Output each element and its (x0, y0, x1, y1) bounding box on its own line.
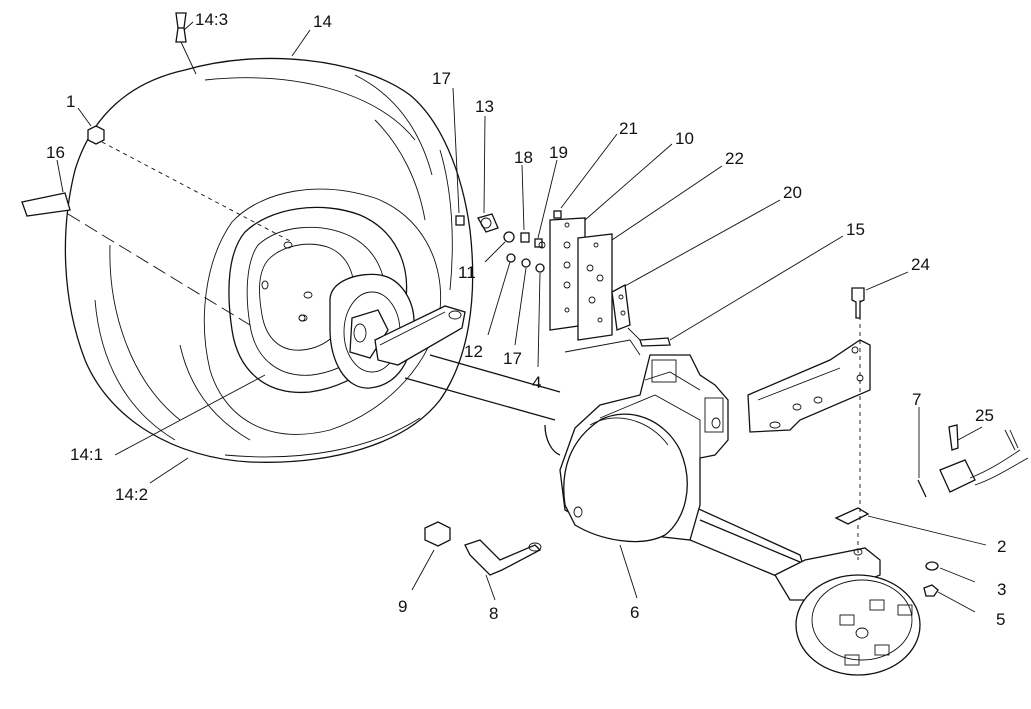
callout-14: 14 (313, 12, 332, 31)
tie-rod-8 (424, 521, 542, 576)
callout-17-top: 17 (432, 69, 451, 88)
callout-14-1: 14:1 (70, 445, 103, 464)
callout-24: 24 (911, 255, 930, 274)
hub-assembly (298, 273, 466, 389)
callout-7: 7 (912, 390, 921, 409)
callout-9: 9 (398, 597, 407, 616)
callout-11: 11 (458, 263, 476, 282)
hardware-small (455, 210, 1029, 597)
callout-22: 22 (725, 149, 744, 168)
centerline-16 (67, 213, 251, 326)
callout-5: 5 (996, 610, 1005, 629)
bracket (747, 339, 871, 433)
brake-drum-right (774, 547, 921, 676)
callout-4: 4 (532, 373, 541, 392)
callout-15: 15 (846, 220, 865, 239)
callout-20: 20 (783, 183, 802, 202)
leader-lines (56, 21, 987, 613)
callout-14-3: 14:3 (195, 10, 228, 29)
callout-10: 10 (675, 129, 694, 148)
callout-16: 16 (46, 143, 65, 162)
callout-2: 2 (997, 537, 1006, 556)
plates-10-22-20 (549, 217, 641, 356)
centerline-1 (101, 141, 293, 243)
callout-3: 3 (997, 580, 1006, 599)
callout-13: 13 (475, 97, 494, 116)
callout-6: 6 (630, 603, 639, 622)
callout-18: 18 (514, 148, 533, 167)
callout-19: 19 (549, 143, 568, 162)
callout-1: 1 (66, 92, 75, 111)
lug-nut-1 (87, 125, 105, 145)
callout-labels: 14:3 14 1 16 17 13 18 19 21 10 22 20 15 … (46, 10, 1006, 629)
callout-14-2: 14:2 (115, 485, 148, 504)
callout-25: 25 (975, 406, 994, 425)
tire-14 (64, 12, 474, 463)
differential-housing-6 (559, 354, 729, 543)
callout-12: 12 (464, 342, 483, 361)
callout-8: 8 (489, 604, 498, 623)
callout-17-bottom: 17 (503, 349, 522, 368)
callout-21: 21 (619, 119, 638, 138)
decal-16 (21, 192, 71, 217)
